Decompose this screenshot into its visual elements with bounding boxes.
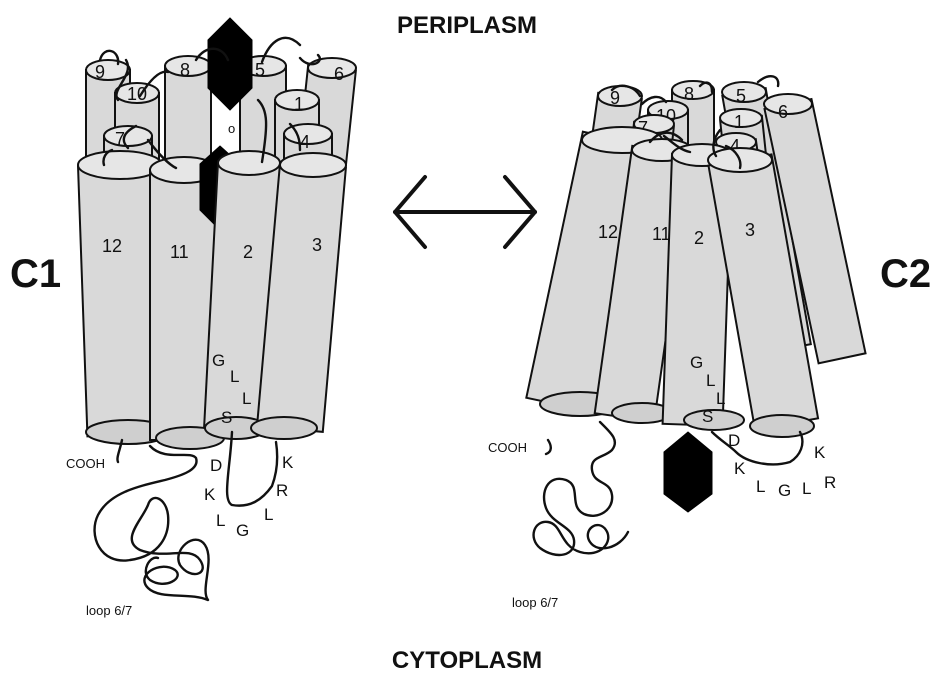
c2-motif-l3: L xyxy=(756,477,765,496)
c2-helix-1-label: 1 xyxy=(734,112,744,132)
c2-motif-k2: K xyxy=(814,443,826,462)
c1-helix-5-label: 5 xyxy=(255,60,265,80)
c1-helix-11-label: 11 xyxy=(170,242,189,262)
c1-helix-8-label: 8 xyxy=(180,60,190,80)
c1-helix-9-label: 9 xyxy=(95,62,105,82)
c2-helix-6-label: 6 xyxy=(778,102,788,122)
c2-motif-g: G xyxy=(690,353,703,372)
state-c1-label: C1 xyxy=(10,252,61,296)
c1-motif-loop xyxy=(227,432,277,506)
c1-helix-2-label: 2 xyxy=(243,242,253,262)
c1-helix-10-label: 10 xyxy=(127,84,147,104)
c2-motif-l2: L xyxy=(716,389,725,408)
c2-helix-12-label: 12 xyxy=(598,222,618,242)
c1-helix-4-label: 4 xyxy=(300,132,310,152)
c2-structure: 9 8 5 6 10 1 7 xyxy=(488,76,866,610)
c1-motif-k2: K xyxy=(282,453,294,472)
c2-helix-3-label: 3 xyxy=(745,220,755,240)
c2-helix-5-label: 5 xyxy=(736,86,746,106)
c2-motif-l1: L xyxy=(706,371,715,390)
c1-structure: 9 8 5 6 10 1 7 xyxy=(66,18,356,618)
c1-loop-6-7-tangle xyxy=(95,440,209,600)
c2-motif-k: K xyxy=(734,459,746,478)
c2-loop-label: loop 6/7 xyxy=(512,595,558,610)
c2-motif-l4: L xyxy=(802,479,811,498)
c2-motif-s: S xyxy=(702,407,713,426)
c1-helix-12-label: 12 xyxy=(102,236,122,256)
periplasm-label: PERIPLASM xyxy=(397,12,537,39)
c1-motif-l2: L xyxy=(242,389,251,408)
c1-motif-l1: L xyxy=(230,367,239,386)
c2-helix-8-label: 8 xyxy=(684,84,694,104)
c1-marker-label: o xyxy=(228,121,235,136)
c2-motif-r: R xyxy=(824,473,836,492)
c1-loop-label: loop 6/7 xyxy=(86,603,132,618)
c1-helix-1-label: 1 xyxy=(294,94,304,114)
c1-helix-6-label: 6 xyxy=(334,64,344,84)
c1-motif-l3: L xyxy=(216,511,225,530)
state-c2-label: C2 xyxy=(880,252,931,296)
conformational-change-arrow xyxy=(395,177,535,247)
c2-loop-6-7-tangle xyxy=(534,422,628,555)
c1-motif-g2: G xyxy=(236,521,249,540)
cytoplasm-label: CYTOPLASM xyxy=(392,647,542,674)
c1-helix-3-label: 3 xyxy=(312,235,322,255)
c1-motif-r: R xyxy=(276,481,288,500)
c2-ligand-released xyxy=(664,432,712,512)
c1-motif-d: D xyxy=(210,456,222,475)
c2-helix-11-label: 11 xyxy=(652,224,671,244)
c1-motif-g: G xyxy=(212,351,225,370)
c2-motif-d: D xyxy=(728,431,740,450)
c2-motif-g2: G xyxy=(778,481,791,500)
c1-motif-l4: L xyxy=(264,505,273,524)
c2-cooh-label: COOH xyxy=(488,440,527,455)
c1-motif-k: K xyxy=(204,485,216,504)
c1-motif-s: S xyxy=(221,408,232,427)
c2-helix-2-label: 2 xyxy=(694,228,704,248)
c1-cooh-label: COOH xyxy=(66,456,105,471)
